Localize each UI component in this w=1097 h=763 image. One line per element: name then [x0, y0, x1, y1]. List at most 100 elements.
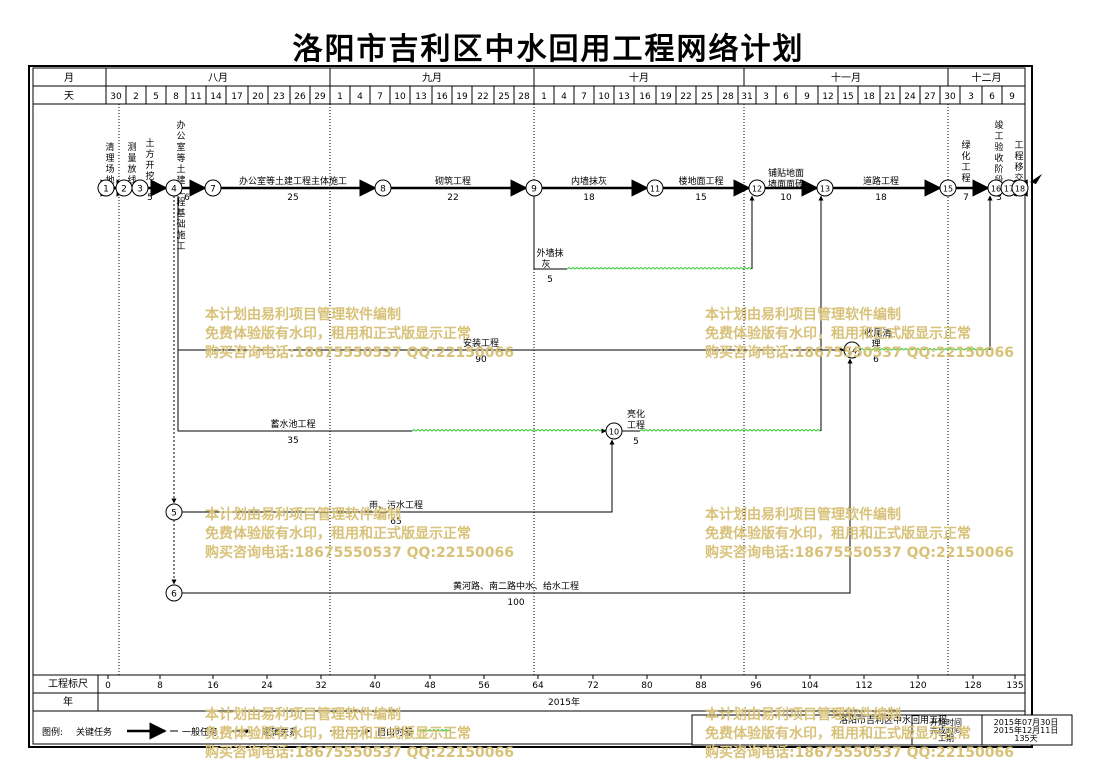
day-label: 24	[904, 92, 916, 102]
watermark-line: 购买咨询电话:18675550537 QQ:22150066	[205, 745, 514, 761]
day-label: 13	[618, 92, 629, 102]
event-node	[646, 179, 664, 197]
activity-arrow	[182, 358, 853, 594]
event-node	[97, 179, 115, 197]
month-row-label: 月	[64, 72, 74, 84]
legend-item-label: 自由时差	[377, 726, 413, 738]
day-label: 9	[1009, 92, 1015, 102]
info-row-value: 2015年12月11日	[994, 725, 1059, 735]
activity-name-char: 室	[176, 141, 185, 153]
activity-name-char: 工	[1014, 141, 1023, 151]
activity-name-char: 建	[176, 174, 185, 186]
activity-name-char: 施	[176, 229, 185, 241]
activity-arrow	[177, 350, 412, 432]
activity-name-char: 地	[105, 174, 114, 186]
activity-name-char: 段	[994, 174, 1003, 186]
day-label: 4	[561, 92, 567, 102]
activity-name-char: 线	[127, 174, 136, 186]
day-label: 25	[498, 92, 509, 102]
watermark-line: 免费体验版有水印，租用和正式版显示正常	[705, 726, 971, 742]
activity-name: 墙面面砖	[768, 178, 804, 190]
watermark-line: 购买咨询电话:18675550537 QQ:22150066	[205, 545, 514, 561]
day-label: 10	[598, 92, 610, 102]
event-node-number: 7	[210, 185, 216, 195]
activity-name-char: 土	[176, 163, 185, 175]
event-node	[165, 584, 183, 602]
activity-name-char: 清	[105, 141, 114, 153]
month-label: 八月	[208, 72, 228, 84]
activity-duration: 5	[547, 275, 553, 285]
event-node-number: 6	[171, 590, 177, 600]
activity-name-char: 放	[127, 163, 136, 175]
watermark-line: 免费体验版有水印，租用和正式版显示正常	[205, 526, 471, 542]
day-label: 8	[173, 92, 179, 102]
event-node-number: 8	[380, 185, 386, 195]
activity-name-char: 场	[105, 164, 114, 175]
year-row-label: 年	[63, 695, 73, 708]
watermark-line: 本计划由易利项目管理软件编制	[705, 507, 901, 523]
scale-tick-label: 32	[315, 681, 326, 691]
day-label: 25	[701, 92, 712, 102]
activity-name: 砌筑工程	[435, 175, 471, 187]
legend-item-label: 一般任务	[182, 726, 218, 738]
activity-name-char: 竣	[994, 119, 1003, 131]
scale-tick-label: 0	[105, 681, 111, 691]
activity-duration: 18	[875, 193, 887, 203]
activity-name: 蓄水池工程	[270, 418, 315, 430]
event-node	[165, 179, 183, 197]
watermark-line: 购买咨询电话:18675550537 QQ:22150066	[705, 345, 1014, 361]
scale-tick-label: 56	[478, 681, 490, 691]
activity-arrows	[100, 179, 1028, 732]
event-node	[605, 422, 623, 440]
activity-name-char: 工	[961, 163, 970, 173]
event-node-number: 12	[752, 185, 762, 194]
scale-tick-label: 128	[964, 681, 981, 691]
info-row-label: 工期	[938, 734, 954, 743]
day-label: 13	[415, 92, 426, 102]
scale-tick-label: 112	[855, 681, 872, 691]
activity-name-char: 移	[1014, 161, 1023, 173]
event-node-number: 14	[847, 347, 857, 356]
day-label: 11	[190, 92, 201, 102]
scale-tick-label: 24	[261, 681, 273, 691]
watermark-line: 免费体验版有水印，租用和正式版显示正常	[205, 726, 471, 742]
day-label: 5	[153, 92, 159, 102]
day-label: 9	[804, 92, 810, 102]
event-node-number: 9	[531, 185, 537, 195]
activity-arrow	[182, 439, 615, 513]
event-node-number: 11	[650, 185, 660, 194]
scale-tick-label: 88	[695, 681, 707, 691]
event-node-number: 5	[171, 509, 177, 519]
free-float-line	[639, 427, 822, 432]
activity-name: 安装工程	[463, 337, 499, 349]
activity-name-char: 土	[145, 137, 154, 149]
event-node-number: 16	[991, 185, 1001, 194]
day-label: 1	[337, 92, 343, 102]
info-row-value: 135天	[1014, 734, 1037, 743]
watermark-1: 本计划由易利项目管理软件编制 免费体验版有水印，租用和正式版显示正常 购买咨询电…	[205, 306, 514, 363]
day-label: 17	[231, 92, 242, 102]
scale-tick-label: 16	[207, 681, 219, 691]
activity-duration: 100	[507, 598, 524, 608]
event-node-number: 1	[103, 185, 109, 195]
activity-duration: 35	[287, 436, 298, 446]
day-label: 19	[660, 92, 672, 102]
activity-duration: 6	[184, 193, 190, 203]
activity-name: 收尾清	[864, 327, 891, 339]
activity-duration: 18	[583, 193, 595, 203]
activity-duration: 65	[390, 517, 401, 527]
day-row-label: 天	[64, 91, 74, 102]
day-label: 3	[763, 92, 769, 102]
month-label: 十二月	[972, 71, 1002, 84]
day-label: 30	[110, 92, 122, 102]
info-project-name: 洛阳市吉利区中水回用工程	[839, 714, 947, 726]
activity-name-char: 绿	[961, 139, 970, 151]
event-node-number: 4	[171, 185, 177, 195]
activity-duration: 5	[633, 437, 639, 447]
activity-name-char: 量	[127, 153, 136, 164]
activity-name-char: 程	[176, 197, 185, 208]
activity-name: 理	[871, 339, 880, 350]
activity-name: 楼地面工程	[678, 175, 723, 187]
activity-duration: 7	[963, 193, 969, 203]
activity-name: 办公室等土建工程主体施工	[239, 175, 347, 187]
